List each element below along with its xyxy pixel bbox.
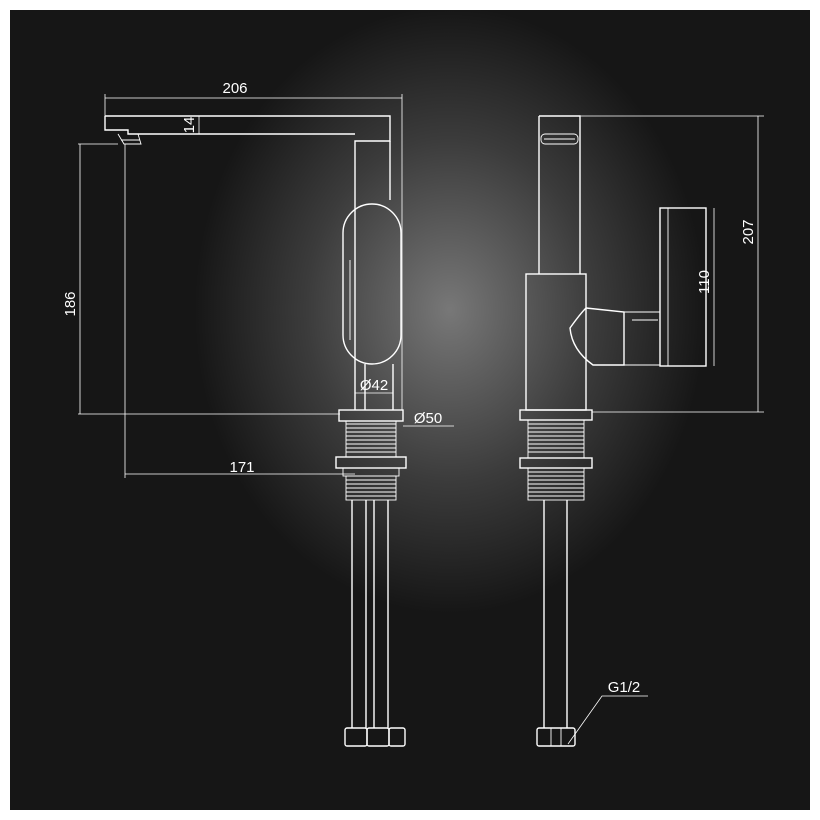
dim-110-label: 110 bbox=[696, 270, 713, 294]
side-view-faucet bbox=[519, 115, 707, 747]
front-view-faucet bbox=[104, 115, 407, 747]
technical-drawing: 206 14 186 Ø42 Ø50 171 bbox=[62, 80, 764, 747]
dim-diameter-50-label: Ø50 bbox=[414, 410, 442, 427]
front-view-dimensions: 206 14 186 Ø42 Ø50 171 bbox=[62, 80, 454, 478]
dim-14-label: 14 bbox=[181, 117, 198, 134]
dim-g12-label: G1/2 bbox=[608, 679, 641, 696]
dim-186-label: 186 bbox=[62, 291, 79, 316]
dim-207-label: 207 bbox=[740, 219, 757, 244]
dim-diameter-42-label: Ø42 bbox=[360, 377, 388, 394]
front-shank-thread bbox=[346, 423, 396, 453]
side-view-dimensions: 207 110 G1/2 bbox=[567, 115, 764, 745]
dim-206-label: 206 bbox=[222, 80, 247, 97]
drawing-canvas: 206 14 186 Ø42 Ø50 171 bbox=[10, 10, 810, 810]
dim-171-label: 171 bbox=[229, 459, 254, 476]
